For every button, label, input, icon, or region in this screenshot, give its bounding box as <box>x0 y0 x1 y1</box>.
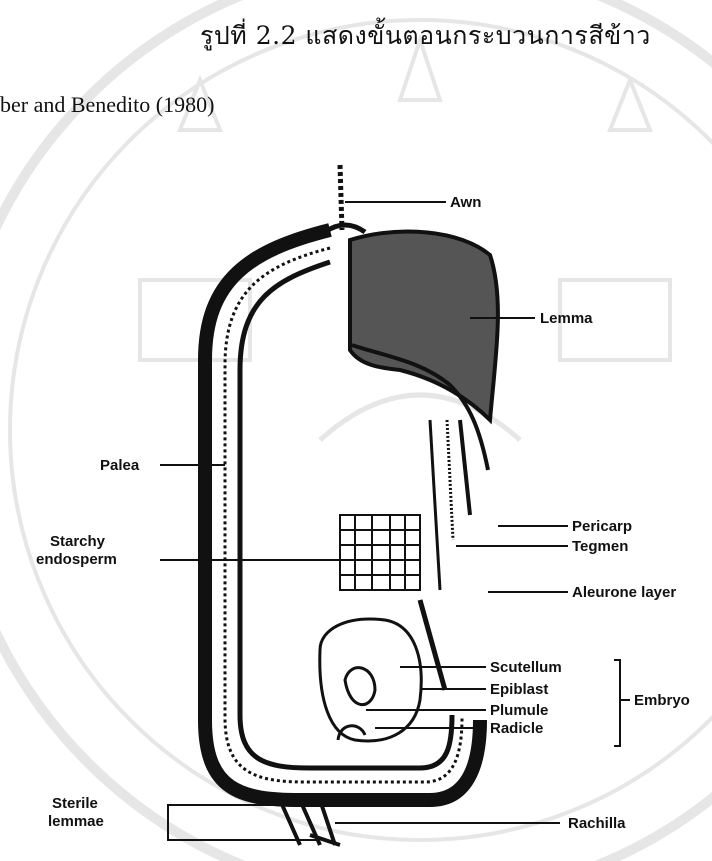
label-tegmen: Tegmen <box>572 538 628 555</box>
label-plumule: Plumule <box>490 702 548 719</box>
figure-title: รูปที่ 2.2 แสดงขั้นตอนกระบวนการสีข้าว <box>200 16 680 56</box>
label-embryo: Embryo <box>634 692 690 709</box>
label-scutellum: Scutellum <box>490 659 562 676</box>
label-epiblast: Epiblast <box>490 681 548 698</box>
lemma-shape <box>350 232 498 470</box>
label-sterile-lemmae-2: lemmae <box>48 813 104 830</box>
label-rachilla: Rachilla <box>568 815 626 832</box>
label-sterile-lemmae-1: Sterile <box>52 795 98 812</box>
label-starchy-endosperm-1: Starchy <box>50 533 105 550</box>
tegmen-layer <box>447 420 453 540</box>
label-lemma: Lemma <box>540 310 593 327</box>
pericarp-layer <box>460 420 470 515</box>
label-pericarp: Pericarp <box>572 518 632 535</box>
awn-shape <box>325 165 365 232</box>
label-radicle: Radicle <box>490 720 543 737</box>
label-awn: Awn <box>450 194 481 211</box>
starchy-endosperm-cells <box>340 515 420 590</box>
label-starchy-endosperm-2: endosperm <box>36 551 117 568</box>
label-aleurone-layer: Aleurone layer <box>572 584 676 601</box>
source-citation: ber and Benedito (1980) <box>0 92 214 118</box>
label-palea: Palea <box>100 457 139 474</box>
embryo-shape <box>320 619 421 741</box>
